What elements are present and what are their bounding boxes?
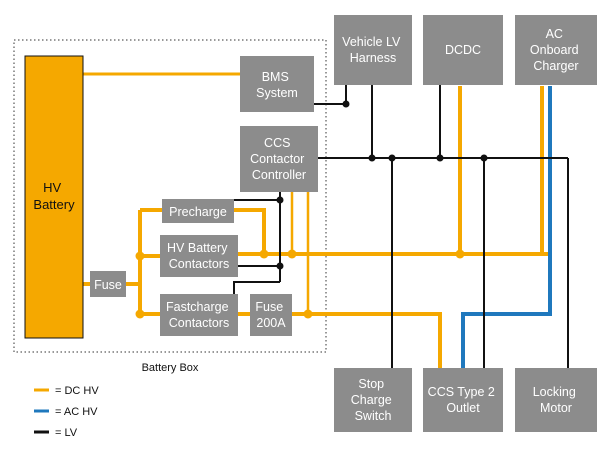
junction-dots bbox=[135, 100, 488, 319]
fuse-box: Fuse bbox=[90, 271, 126, 297]
dcdc-box: DCDC bbox=[423, 15, 503, 85]
ccs-type2-outlet-box: CCS Type 2 Outlet bbox=[423, 368, 503, 432]
svg-text:Fuse 200A: Fuse 200A bbox=[255, 300, 286, 330]
svg-text:DCDC: DCDC bbox=[445, 43, 481, 57]
battery-box-caption: Battery Box bbox=[142, 362, 199, 374]
dc-hv-wires bbox=[83, 72, 548, 368]
ac-hv-wires bbox=[461, 86, 552, 368]
svg-text:BMS System: BMS System bbox=[256, 70, 298, 100]
fastcharge-contactors-box: Fastcharge Contactors bbox=[160, 294, 238, 336]
ac-onboard-charger-box: AC Onboard Charger bbox=[515, 15, 597, 85]
bms-system-box: BMS System bbox=[240, 56, 314, 112]
ccs-contactor-controller-box: CCS Contactor Controller bbox=[240, 126, 318, 192]
svg-text:Vehicle LV Harness: Vehicle LV Harness bbox=[342, 35, 404, 65]
svg-text:Precharge: Precharge bbox=[169, 205, 227, 219]
hv-battery-block bbox=[24, 55, 84, 339]
svg-text:AC Onboard Charger: AC Onboard Charger bbox=[530, 27, 582, 73]
svg-text:Locking Motor: Locking Motor bbox=[533, 385, 580, 415]
precharge-box: Precharge bbox=[162, 199, 234, 223]
legend-lv-label: = LV bbox=[55, 427, 78, 439]
legend-dc-hv-label: = DC HV bbox=[55, 385, 99, 397]
vehicle-lv-harness-box: Vehicle LV Harness bbox=[334, 15, 412, 85]
svg-text:CCS Contactor Cont: CCS Contactor Controller bbox=[250, 136, 308, 182]
legend: = DC HV = AC HV = LV bbox=[34, 385, 99, 439]
stop-charge-switch-box: Stop Charge Switch bbox=[334, 368, 412, 432]
svg-text:Stop Charge Switch: Stop Charge Switch bbox=[351, 377, 395, 423]
hv-battery-contactors-box: HV Battery Contactors bbox=[160, 235, 238, 277]
locking-motor-box: Locking Motor bbox=[515, 368, 597, 432]
fuse-200a-box: Fuse 200A bbox=[250, 294, 292, 336]
svg-text:Fuse: Fuse bbox=[94, 278, 122, 292]
svg-text:HV Battery Contactors: HV Battery Contactors bbox=[167, 241, 231, 271]
battery-box-outline bbox=[13, 39, 327, 353]
legend-ac-hv-label: = AC HV bbox=[55, 406, 98, 418]
svg-text:CCS Type 2 Outlet: CCS Type 2 Outlet bbox=[428, 385, 499, 415]
hv-battery-label: HV Battery bbox=[33, 180, 75, 212]
svg-text:Fastcharge Contactors: Fastcharge Contactors bbox=[166, 300, 232, 330]
